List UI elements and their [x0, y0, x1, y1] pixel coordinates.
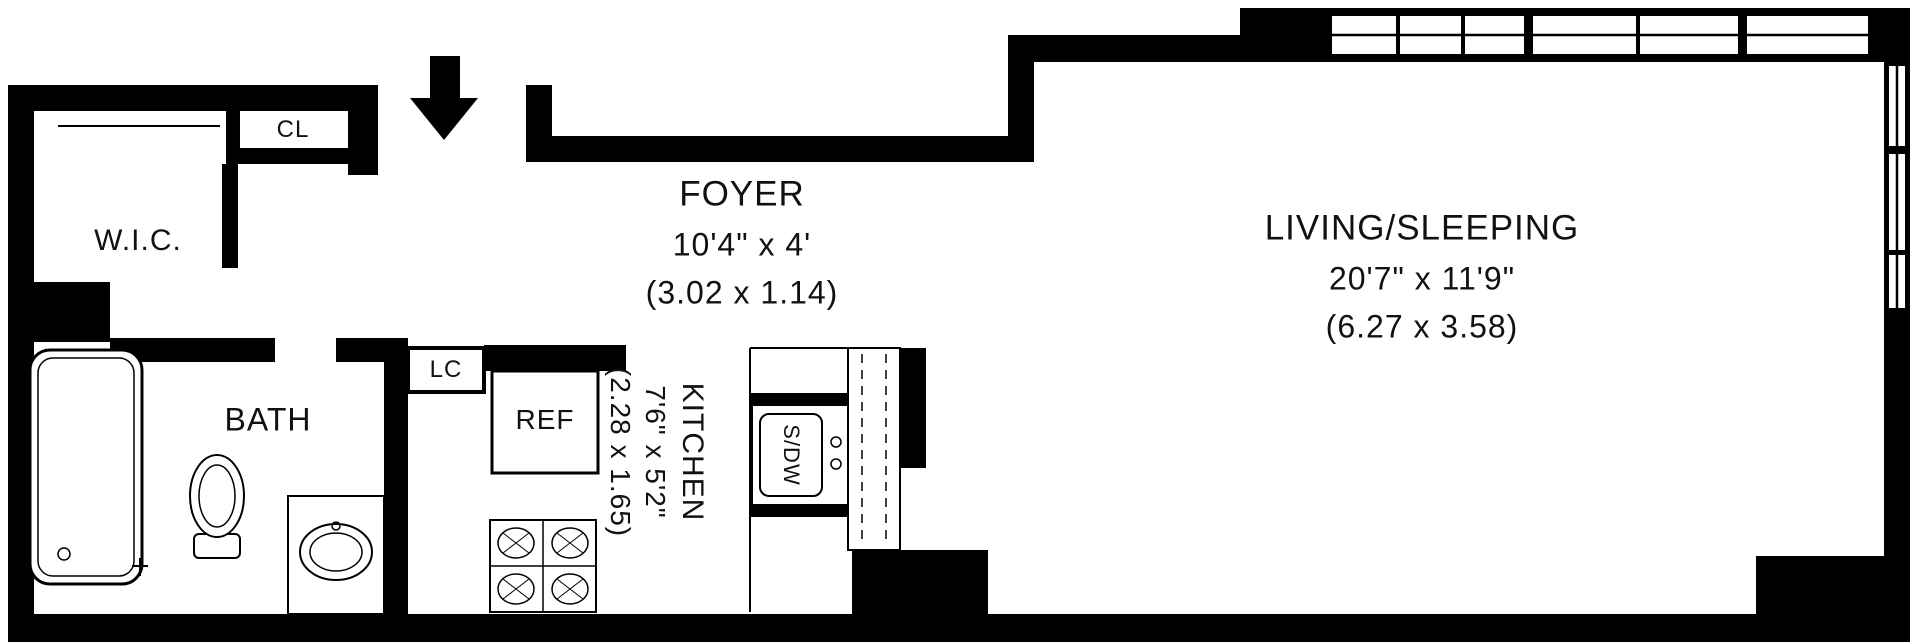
- wall-segment: [222, 164, 238, 268]
- burner: [551, 573, 589, 605]
- vanity-counter: [287, 495, 385, 615]
- bath-label: BATH: [224, 401, 312, 438]
- refrigerator-box: [490, 369, 600, 475]
- toilet-bowl-inner: [198, 464, 236, 528]
- window-mullion: [1461, 16, 1465, 54]
- burner-cross: [502, 578, 530, 600]
- toilet-bowl: [189, 454, 245, 538]
- faucet-knob: [830, 458, 842, 470]
- counter-outline: [847, 347, 901, 551]
- wall-segment: [484, 345, 626, 371]
- burner-cross: [502, 532, 530, 554]
- wall-segment: [852, 550, 988, 616]
- kitchen-counter: [749, 347, 901, 612]
- kitchen-room-label: KITCHEN: [675, 382, 709, 522]
- window-mullion: [1889, 146, 1905, 154]
- basin-outer: [299, 523, 373, 581]
- wall-segment: [34, 282, 110, 342]
- burner-cross: [556, 578, 584, 600]
- foyer-dimensions-ft: 10'4" x 4': [672, 226, 812, 263]
- linen-closet-box: [406, 346, 486, 394]
- sink-dishwasher-label: S/DW: [779, 424, 804, 486]
- bathroom-sink: [287, 495, 385, 615]
- sink-unit-bottom-bar: [752, 504, 848, 516]
- wall-segment: [1008, 35, 1266, 62]
- living-sleeping-label-block: LIVING/SLEEPING 20'7" x 11'9" (6.27 x 3.…: [1265, 204, 1580, 351]
- window-mullion: [1396, 16, 1400, 54]
- foyer-room-label: FOYER: [679, 174, 805, 214]
- stove: [489, 519, 597, 613]
- kitchen-sink-unit: [751, 393, 849, 517]
- entry-arrow-shape: [410, 56, 478, 140]
- bathtub-outline: [28, 348, 144, 586]
- window-mullion: [1889, 250, 1905, 255]
- wall-segment: [8, 85, 378, 111]
- burner: [551, 527, 589, 559]
- sink-basin: [759, 413, 823, 497]
- windows: [1332, 16, 1905, 308]
- faucet-knob: [830, 436, 842, 448]
- wall-segment: [8, 614, 1910, 642]
- window-mullion: [1524, 16, 1533, 54]
- kitchen-dimensions-ft: 7'6" x 5'2": [640, 385, 672, 519]
- living-sleeping-room-label: LIVING/SLEEPING: [1264, 208, 1580, 248]
- window-mullion: [1738, 16, 1747, 54]
- window-mullion: [1636, 16, 1640, 54]
- living-sleeping-dimensions-m: (6.27 x 3.58): [1325, 308, 1519, 345]
- linen-closet-label: LC: [429, 356, 463, 383]
- burner-cross: [556, 532, 584, 554]
- wall-segment: [526, 136, 1008, 162]
- foyer-label-block: FOYER 10'4" x 4' (3.02 x 1.14): [646, 170, 839, 317]
- kitchen-dimensions-m: (2.28 x 1.65): [605, 366, 637, 538]
- walk-in-closet-label: W.I.C.: [94, 224, 182, 257]
- kitchen-label-block: KITCHEN 7'6" x 5'2" (2.28 x 1.65): [603, 367, 711, 537]
- basin-inner: [309, 532, 363, 572]
- closet-label: CL: [276, 116, 310, 143]
- wall-segment: [384, 338, 408, 614]
- wall-segment: [900, 348, 926, 468]
- refrigerator-label: REF: [515, 404, 575, 435]
- burner: [497, 573, 535, 605]
- toilet: [189, 454, 245, 559]
- basin-faucet: [331, 521, 341, 531]
- bathtub: [28, 348, 148, 586]
- sink-unit-top-bar: [752, 394, 848, 406]
- bathtub-inner: [37, 357, 135, 577]
- living-sleeping-dimensions-ft: 20'7" x 11'9": [1328, 260, 1516, 297]
- burner: [497, 527, 535, 559]
- entry-arrow: [410, 56, 478, 140]
- foyer-dimensions-m: (3.02 x 1.14): [645, 274, 839, 311]
- bathtub-drain: [57, 547, 71, 561]
- wall-segment: [1756, 556, 1910, 642]
- wall-segment: [226, 148, 354, 164]
